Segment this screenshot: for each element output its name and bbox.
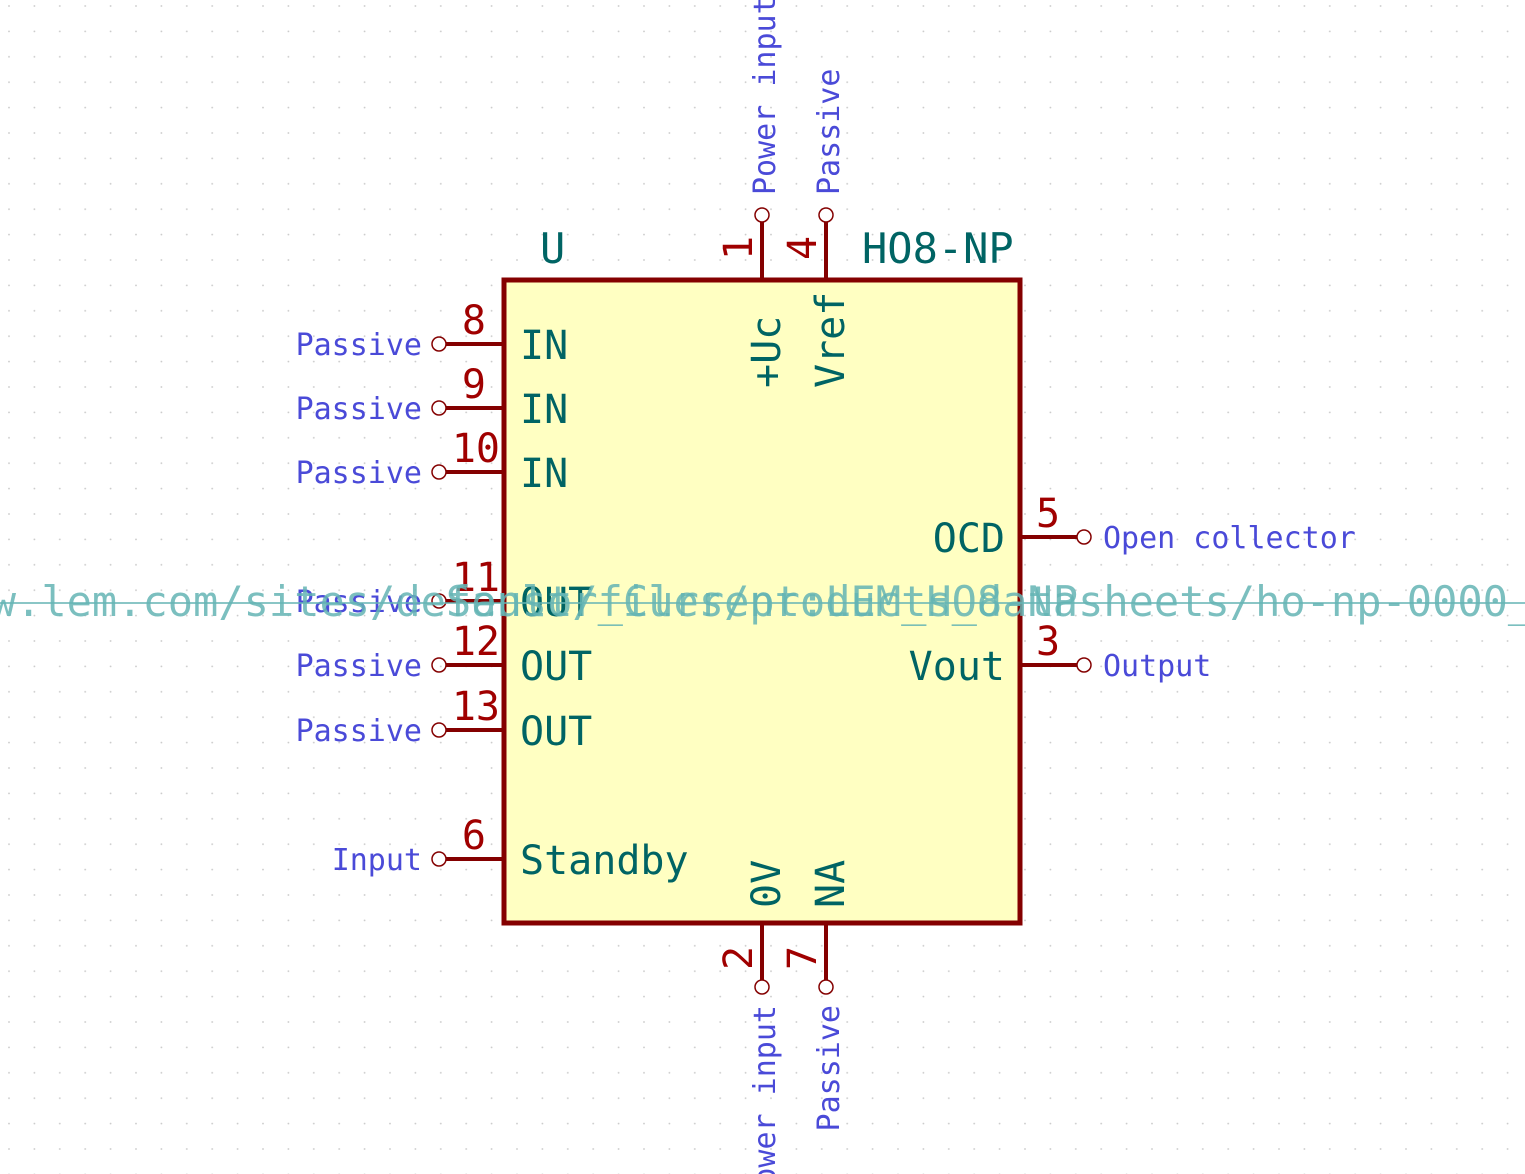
pin-1-type: Power input [748, 0, 783, 195]
pin-5[interactable]: 5 OCD Open collector [933, 491, 1356, 562]
pin-2[interactable]: 2 0V Power input [716, 860, 790, 1174]
reference-field[interactable]: U [540, 224, 565, 273]
pin-8[interactable]: 8 IN Passive [296, 298, 569, 369]
pin-3-type: Output [1103, 649, 1211, 684]
pin-13-name: OUT [520, 709, 592, 755]
pin-1-name: +Uc [744, 316, 790, 388]
pin-10-type: Passive [296, 456, 422, 491]
pin-9-name: IN [520, 387, 568, 433]
pin-1-number: 1 [716, 236, 762, 260]
pin-7-type: Passive [812, 1005, 847, 1131]
pin-4-number: 4 [780, 236, 826, 260]
pin-8-type: Passive [296, 328, 422, 363]
pin-6-number: 6 [462, 813, 486, 859]
pin-8-name: IN [520, 323, 568, 369]
pin-1[interactable]: 1 +Uc Power input [716, 0, 790, 388]
pin-7[interactable]: 7 NA Passive [780, 860, 854, 1132]
pin-4-type: Passive [812, 69, 847, 195]
footprint-field[interactable]: Sensor_Current:LEM_HO8-NP [446, 577, 1078, 626]
pin-8-number: 8 [462, 298, 486, 344]
pin-6-name: Standby [520, 838, 689, 884]
pin-5-name: OCD [933, 516, 1005, 562]
pin-10-name: IN [520, 451, 568, 497]
pin-10-number: 10 [452, 426, 500, 472]
pin-5-type: Open collector [1103, 521, 1356, 556]
value-field[interactable]: HO8-NP [862, 224, 1014, 273]
pin-3[interactable]: 3 Vout Output [909, 619, 1212, 690]
pin-7-name: NA [808, 860, 854, 908]
pin-2-name: 0V [744, 860, 790, 908]
pin-6-type: Input [332, 843, 422, 878]
pin-13[interactable]: 13 OUT Passive [296, 684, 593, 755]
pin-10[interactable]: 10 IN Passive [296, 426, 569, 497]
pin-2-number: 2 [716, 946, 762, 970]
pin-9-number: 9 [462, 362, 486, 408]
pin-5-number: 5 [1036, 491, 1060, 537]
datasheet-field[interactable]: https://www.lem.com/sites/default/files/… [0, 577, 1525, 626]
pin-9-type: Passive [296, 392, 422, 427]
pin-3-name: Vout [909, 644, 1005, 690]
pin-13-number: 13 [452, 684, 500, 730]
pin-13-type: Passive [296, 714, 422, 749]
pin-12-type: Passive [296, 649, 422, 684]
pin-4[interactable]: 4 Vref Passive [780, 69, 854, 388]
pin-11-number: 11 [452, 555, 500, 601]
pin-12[interactable]: 12 OUT Passive [296, 619, 593, 690]
pin-9[interactable]: 9 IN Passive [296, 362, 569, 433]
pin-7-number: 7 [780, 946, 826, 970]
pin-3-number: 3 [1036, 619, 1060, 665]
pin-12-name: OUT [520, 644, 592, 690]
pin-12-number: 12 [452, 619, 500, 665]
pin-6[interactable]: 6 Standby Input [332, 813, 689, 884]
pin-4-name: Vref [808, 292, 854, 388]
symbol-body[interactable] [501, 277, 1023, 926]
pin-2-type: Power input [748, 1005, 783, 1174]
